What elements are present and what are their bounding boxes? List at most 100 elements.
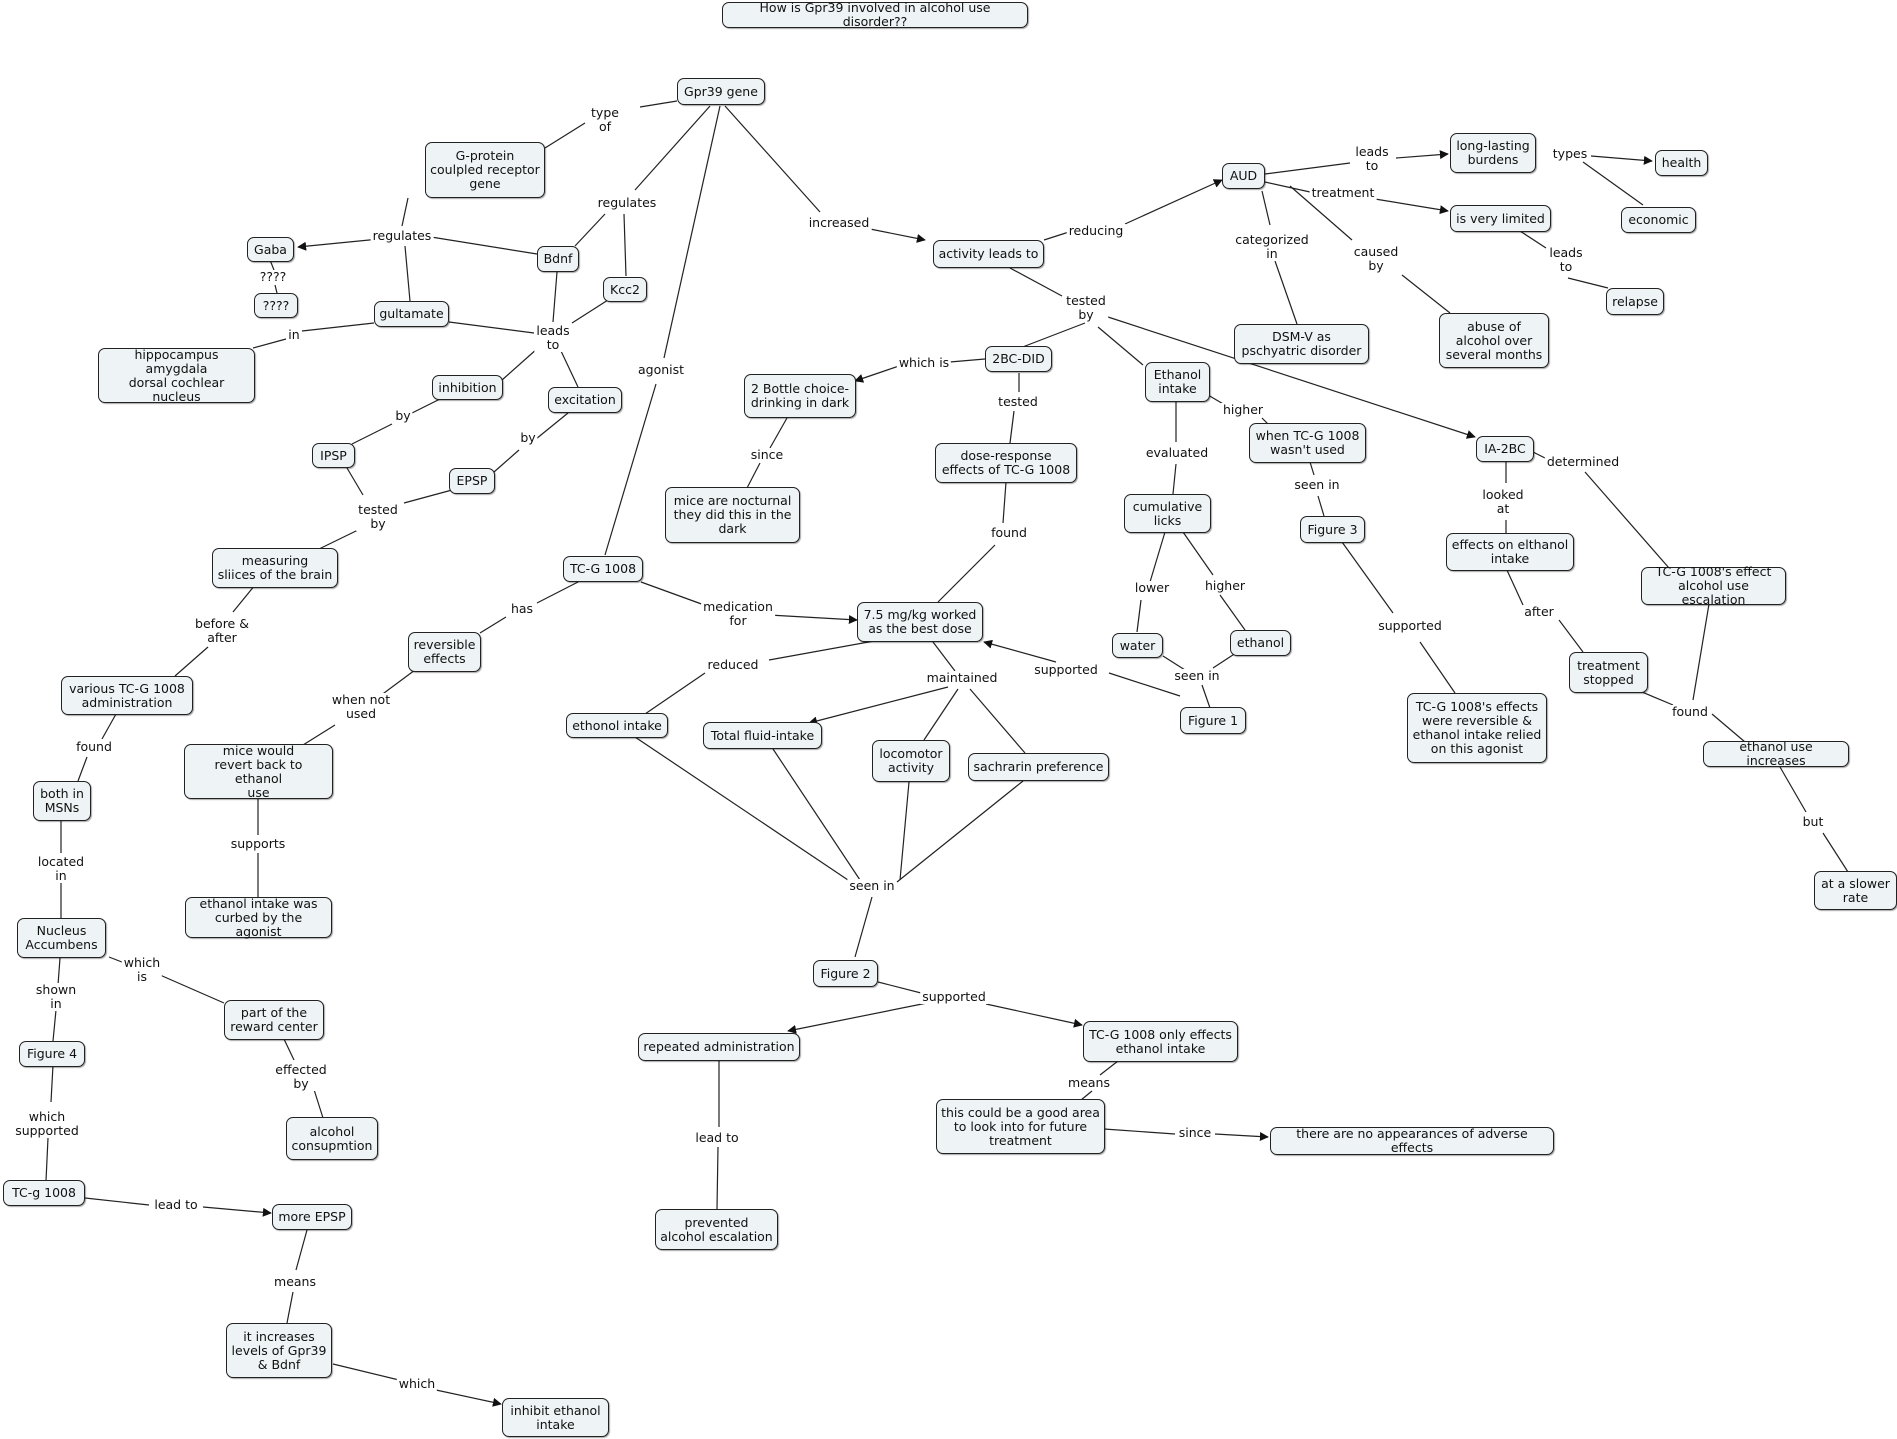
link-label: seen in — [847, 878, 897, 893]
connector — [1149, 531, 1166, 583]
activity-leads-to-node[interactable]: activity leads to — [933, 240, 1044, 268]
msns-node[interactable]: both in MSNs — [33, 781, 91, 821]
connector — [985, 1003, 1083, 1028]
kcc2-node[interactable]: Kcc2 — [603, 277, 647, 302]
connector — [663, 105, 721, 359]
link-label: found — [989, 525, 1029, 540]
prevented-escalation-node[interactable]: prevented alcohol escalation — [655, 1209, 778, 1250]
link-label: caused by — [1351, 244, 1401, 273]
link-label: means — [272, 1274, 318, 1289]
connector — [1374, 198, 1449, 215]
connector — [644, 672, 706, 715]
figure3-node[interactable]: Figure 3 — [1300, 516, 1365, 543]
nucleus-accumbens-node[interactable]: Nucleus Accumbens — [17, 918, 106, 958]
ethanol-intake-node[interactable]: Ethanol intake — [1145, 362, 1210, 402]
connector — [1567, 277, 1609, 289]
figure4-node[interactable]: Figure 4 — [19, 1041, 85, 1067]
ethanol-curbed-node[interactable]: ethanol intake was curbed by the agonist — [185, 896, 332, 938]
ia-2bc-node[interactable]: IA-2BC — [1476, 436, 1534, 462]
ethanol-node[interactable]: ethanol — [1230, 630, 1291, 656]
link-label: reducing — [1066, 223, 1126, 238]
no-adverse-effects-node[interactable]: there are no appearances of adverse effe… — [1270, 1127, 1554, 1155]
tcg-1008-lower-node[interactable]: TC-g 1008 — [3, 1180, 85, 1206]
best-dose-node[interactable]: 7.5 mg/kg worked as the best dose — [857, 602, 983, 642]
connector — [768, 614, 858, 625]
connector — [1341, 541, 1394, 614]
excitation-node[interactable]: excitation — [548, 387, 622, 413]
measuring-node[interactable]: measuring sliices of the brain — [212, 548, 338, 588]
only-effects-ethanol-node[interactable]: TC-G 1008 only effects ethanol intake — [1083, 1021, 1238, 1062]
total-fluid-intake-node[interactable]: Total fluid-intake — [703, 722, 822, 749]
ipsp-node[interactable]: IPSP — [312, 443, 355, 468]
increases-levels-node[interactable]: it increases levels of Gpr39 & Bdnf — [226, 1323, 332, 1378]
economic-node[interactable]: economic — [1621, 207, 1696, 233]
two-bottle-choice-node[interactable]: 2 Bottle choice- drinking in dark — [744, 374, 856, 418]
abuse-of-alcohol-node[interactable]: abuse of alcohol over several months — [1439, 313, 1549, 368]
link-label: determined — [1544, 454, 1622, 469]
reversible-effects-node[interactable]: reversible effects — [408, 632, 481, 672]
connector — [1395, 150, 1449, 160]
link-label: found — [74, 739, 114, 754]
gpr39-gene-node[interactable]: Gpr39 gene — [677, 78, 765, 105]
epsp-node[interactable]: EPSP — [449, 468, 495, 494]
figure2-node[interactable]: Figure 2 — [813, 960, 878, 987]
sachrarin-preference-node[interactable]: sachrarin preference — [968, 753, 1109, 781]
tcg-1008-node[interactable]: TC-G 1008 — [563, 556, 643, 582]
tcg-effect-escalation-node[interactable]: TC-G 1008's effect alcohol use escalatio… — [1641, 565, 1786, 607]
reward-center-node[interactable]: part of the reward center — [224, 1000, 324, 1040]
inhibit-ethanol-node[interactable]: inhibit ethanol intake — [502, 1398, 609, 1437]
connector — [937, 544, 996, 603]
reversible-agonist-node[interactable]: TC-G 1008's effects were reversible & et… — [1407, 693, 1547, 763]
gultamate-node[interactable]: gultamate — [374, 301, 449, 327]
effects-on-ethanol-node[interactable]: effects on elthanol intake — [1446, 533, 1574, 571]
link-label: agonist — [635, 362, 687, 377]
mice-revert-node[interactable]: mice would revert back to ethanol use — [184, 743, 333, 799]
link-label: leads to — [1353, 144, 1391, 173]
connector — [1401, 274, 1451, 314]
link-label: ???? — [257, 269, 289, 284]
link-label: evaluated — [1143, 445, 1211, 460]
connector — [77, 756, 88, 782]
when-tcg-not-used-node[interactable]: when TC-G 1008 wasn't used — [1249, 423, 1366, 463]
more-epsp-node[interactable]: more EPSP — [272, 1204, 352, 1230]
water-node[interactable]: water — [1112, 633, 1163, 658]
inhibition-node[interactable]: inhibition — [432, 375, 503, 400]
g-protein-node[interactable]: G-protein coulpled receptor gene — [425, 142, 545, 198]
connector — [57, 957, 61, 986]
dose-response-node[interactable]: dose-response effects of TC-G 1008 — [935, 443, 1077, 483]
connector — [808, 686, 949, 726]
locomotor-activity-node[interactable]: locomotor activity — [872, 740, 950, 782]
connector — [1124, 179, 1223, 225]
2bc-did-node[interactable]: 2BC-DID — [985, 346, 1052, 372]
figure1-node[interactable]: Figure 1 — [1180, 707, 1246, 734]
link-label: when not used — [329, 692, 393, 721]
link-label: supported — [1032, 662, 1100, 677]
link-label: which is — [121, 955, 163, 984]
good-area-node[interactable]: this could be a good area to look into f… — [936, 1099, 1105, 1154]
various-administration-node[interactable]: various TC-G 1008 administration — [61, 676, 193, 715]
ethonol-intake-node[interactable]: ethonol intake — [566, 713, 668, 738]
link-label: leads to — [1547, 245, 1585, 274]
cumulative-licks-node[interactable]: cumulative licks — [1124, 494, 1211, 533]
link-label: categorized in — [1233, 232, 1311, 261]
hippocampus-node[interactable]: hippocampus amygdala dorsal cochlear nuc… — [98, 347, 255, 403]
ethanol-use-increases-node[interactable]: ethanol use increases — [1703, 740, 1849, 768]
aud-node[interactable]: AUD — [1222, 163, 1265, 189]
mice-nocturnal-node[interactable]: mice are nocturnal they did this in the … — [665, 487, 800, 543]
gaba-node[interactable]: Gaba — [247, 237, 294, 262]
bdnf-node[interactable]: Bdnf — [537, 246, 579, 272]
connector — [1289, 185, 1353, 241]
repeated-administration-node[interactable]: repeated administration — [638, 1033, 800, 1061]
dsm-v-node[interactable]: DSM-V as pschyatric disorder — [1234, 324, 1369, 364]
question-node[interactable]: ???? — [254, 293, 298, 318]
slower-rate-node[interactable]: at a slower rate — [1814, 871, 1897, 910]
long-lasting-node[interactable]: long-lasting burdens — [1450, 133, 1536, 173]
connector — [1136, 599, 1142, 633]
connector — [544, 122, 586, 149]
alcohol-consumption-node[interactable]: alcohol consupmtion — [286, 1117, 378, 1160]
treatment-stopped-node[interactable]: treatment stopped — [1569, 652, 1648, 693]
link-label: by — [393, 408, 413, 423]
health-node[interactable]: health — [1655, 150, 1708, 176]
very-limited-node[interactable]: is very limited — [1450, 205, 1551, 232]
relapse-node[interactable]: relapse — [1606, 288, 1664, 315]
